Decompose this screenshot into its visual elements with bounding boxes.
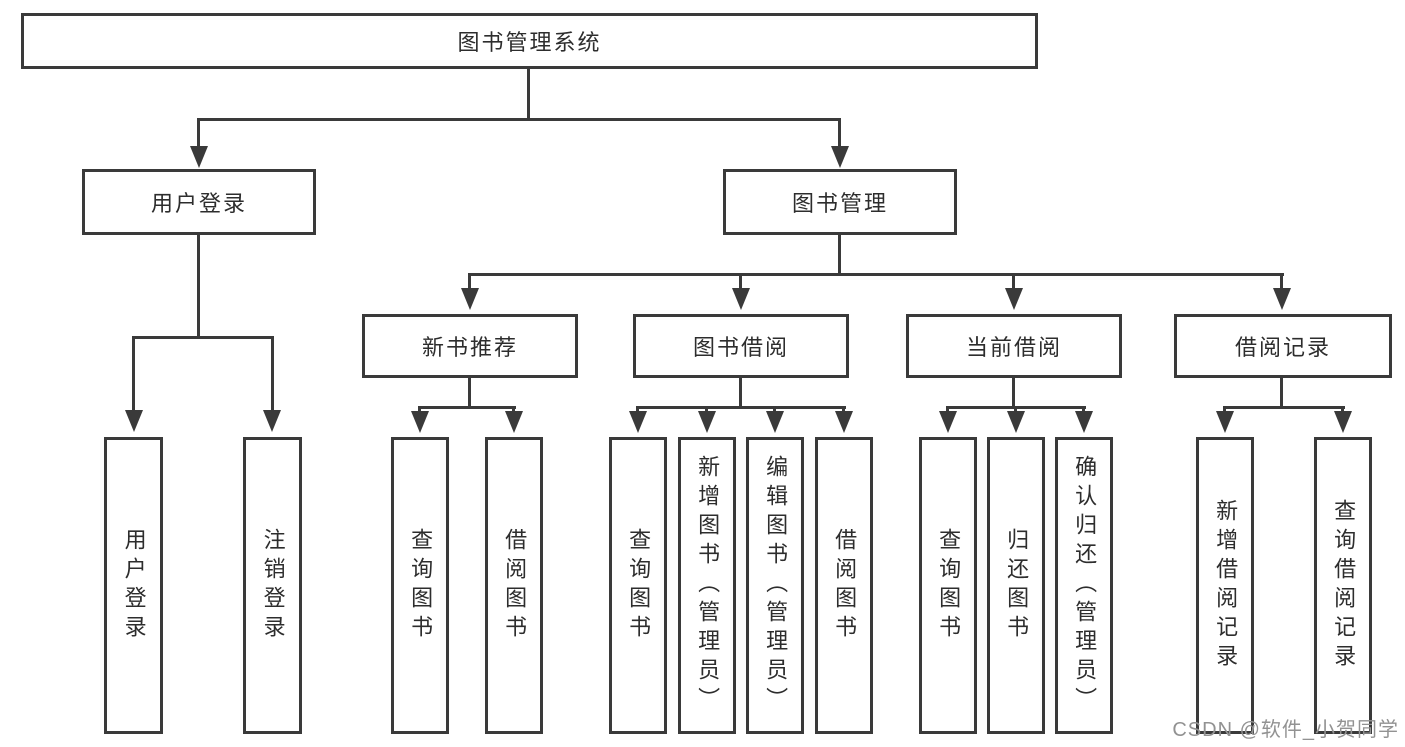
leaf-query-books-recommend: 查询图书 — [391, 437, 449, 734]
connector-line — [838, 121, 841, 148]
connector-line — [132, 339, 135, 411]
connector-line — [1012, 378, 1015, 409]
leaf-borrow-books: 借阅图书 — [815, 437, 873, 734]
node-current-borrow: 当前借阅 — [906, 314, 1122, 378]
connector-line — [271, 339, 274, 411]
node-label: 查询图书 — [936, 527, 962, 644]
leaf-query-books-current: 查询图书 — [919, 437, 977, 734]
node-label: 归还图书 — [1004, 527, 1030, 644]
node-label: 编辑图书（管理员） — [763, 455, 789, 716]
node-label: 图书借阅 — [692, 335, 789, 360]
connector-line — [197, 118, 841, 121]
leaf-edit-books-admin: 编辑图书（管理员） — [746, 437, 804, 734]
arrow-down-icon — [125, 410, 143, 432]
node-label: 确认归还（管理员） — [1072, 455, 1098, 716]
node-label: 查询借阅记录 — [1331, 498, 1357, 673]
leaf-user-login: 用户登录 — [104, 437, 163, 734]
arrow-down-icon — [461, 288, 479, 310]
connector-line — [636, 406, 846, 409]
arrow-down-icon — [831, 146, 849, 168]
node-label: 当前借阅 — [965, 335, 1062, 360]
node-label: 查询图书 — [408, 527, 434, 644]
node-label: 用户登录 — [150, 191, 247, 216]
leaf-return-books: 归还图书 — [987, 437, 1045, 734]
connector-line — [838, 235, 841, 276]
arrow-down-icon — [1273, 288, 1291, 310]
leaf-query-borrow-record: 查询借阅记录 — [1314, 437, 1372, 734]
leaf-add-books-admin: 新增图书（管理员） — [678, 437, 736, 734]
watermark: CSDN @软件_小贺同学 — [1172, 719, 1399, 741]
arrow-down-icon — [1075, 411, 1093, 433]
node-book-management: 图书管理 — [723, 169, 957, 235]
connector-line — [468, 378, 471, 409]
node-label: 用户登录 — [121, 527, 147, 644]
node-label: 查询图书 — [626, 527, 652, 644]
arrow-down-icon — [939, 411, 957, 433]
arrow-down-icon — [263, 410, 281, 432]
arrow-down-icon — [505, 411, 523, 433]
node-label: 借阅图书 — [832, 527, 858, 644]
connector-line — [197, 121, 200, 148]
connector-line — [739, 378, 742, 409]
connector-line — [468, 273, 1284, 276]
connector-line — [197, 235, 200, 339]
arrow-down-icon — [732, 288, 750, 310]
connector-line — [1012, 276, 1015, 288]
node-label: 借阅记录 — [1234, 335, 1331, 360]
leaf-borrow-books-recommend: 借阅图书 — [485, 437, 543, 734]
connector-line — [946, 406, 1086, 409]
arrow-down-icon — [1007, 411, 1025, 433]
node-label: 新增借阅记录 — [1213, 498, 1239, 673]
arrow-down-icon — [190, 146, 208, 168]
node-library-management-system: 图书管理系统 — [21, 13, 1038, 69]
node-label: 图书管理 — [791, 191, 888, 216]
connector-line — [739, 276, 742, 288]
arrow-down-icon — [698, 411, 716, 433]
connector-line — [418, 406, 516, 409]
arrow-down-icon — [1005, 288, 1023, 310]
leaf-add-borrow-record: 新增借阅记录 — [1196, 437, 1254, 734]
node-label: 借阅图书 — [502, 527, 528, 644]
connector-line — [1280, 378, 1283, 409]
leaf-confirm-return-admin: 确认归还（管理员） — [1055, 437, 1113, 734]
arrow-down-icon — [766, 411, 784, 433]
arrow-down-icon — [629, 411, 647, 433]
arrow-down-icon — [1334, 411, 1352, 433]
node-borrow-records: 借阅记录 — [1174, 314, 1392, 378]
arrow-down-icon — [1216, 411, 1234, 433]
connector-line — [132, 336, 274, 339]
arrow-down-icon — [411, 411, 429, 433]
node-new-book-recommend: 新书推荐 — [362, 314, 578, 378]
node-label: 注销登录 — [260, 527, 286, 644]
leaf-query-books-borrow: 查询图书 — [609, 437, 667, 734]
node-user-login: 用户登录 — [82, 169, 316, 235]
node-label: 新书推荐 — [421, 335, 518, 360]
connector-line — [468, 276, 471, 288]
leaf-logout: 注销登录 — [243, 437, 302, 734]
node-book-borrow: 图书借阅 — [633, 314, 849, 378]
node-label: 图书管理系统 — [457, 30, 602, 55]
connector-line — [1223, 406, 1345, 409]
arrow-down-icon — [835, 411, 853, 433]
node-label: 新增图书（管理员） — [695, 455, 721, 716]
connector-line — [527, 69, 530, 121]
connector-line — [1280, 276, 1283, 288]
